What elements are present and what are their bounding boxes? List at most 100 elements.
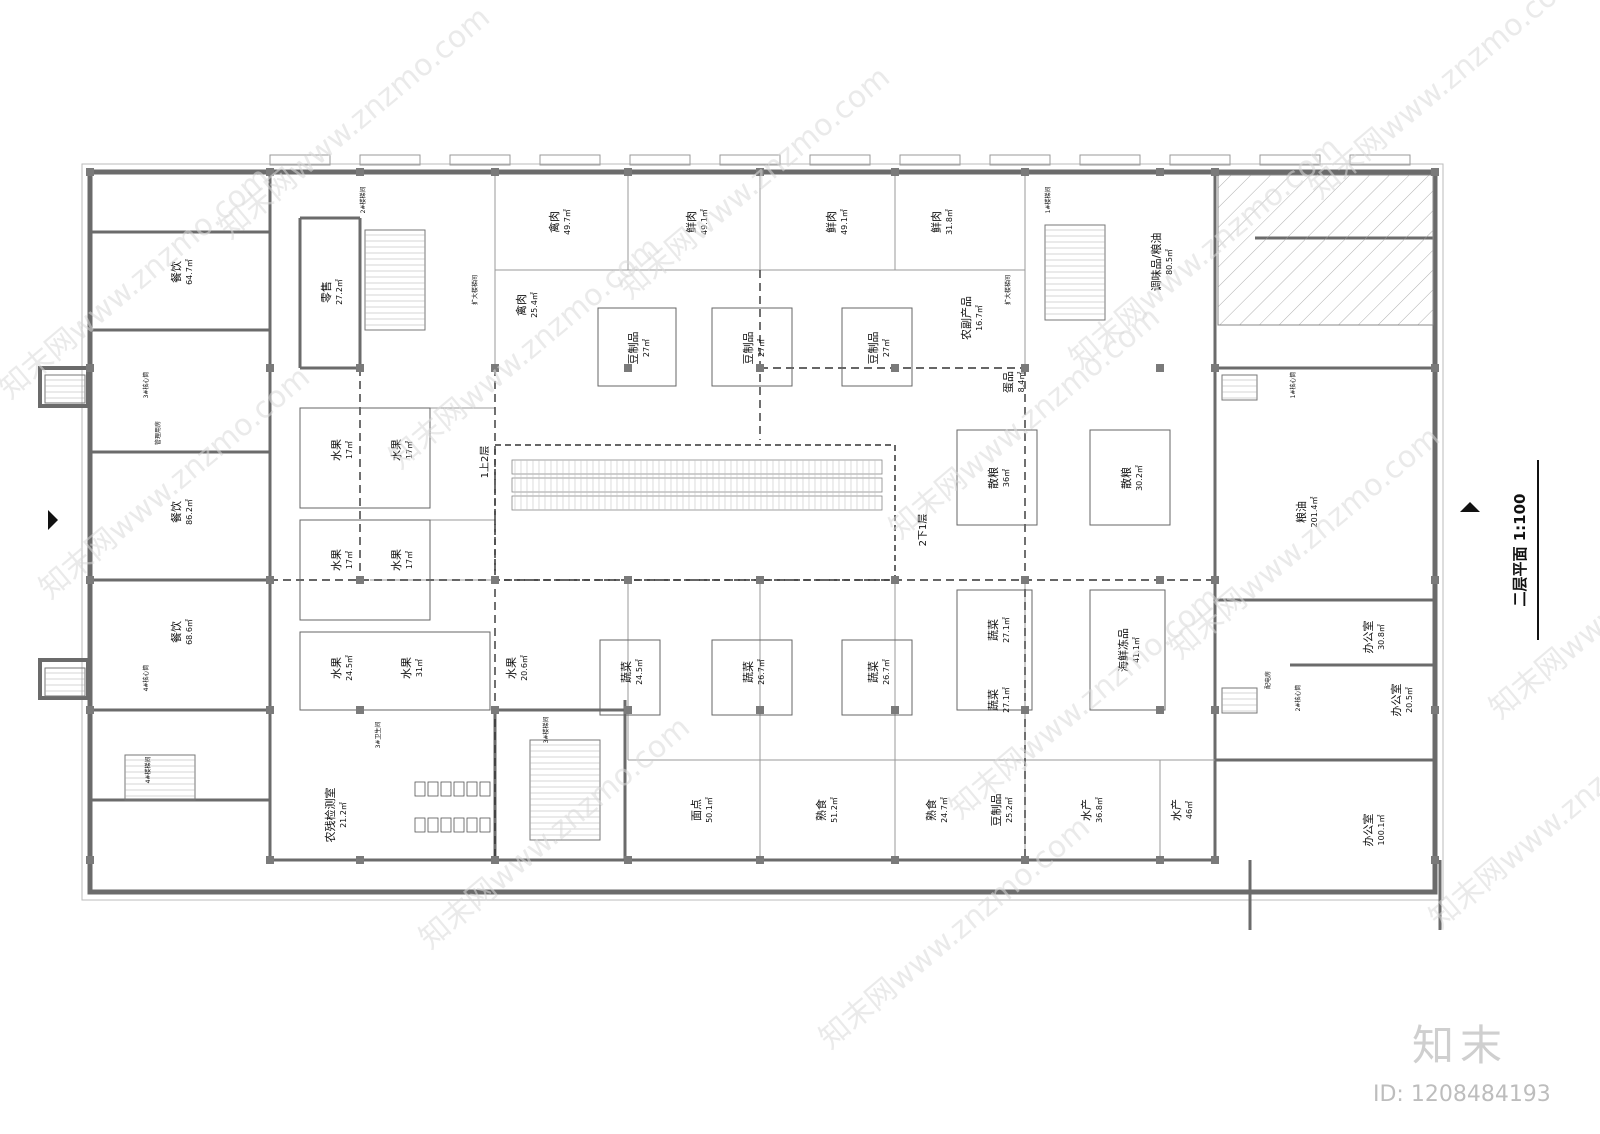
window-mark: [629, 154, 691, 166]
room-name: 蔬菜: [742, 661, 755, 683]
small-label: 4#核心筒: [142, 665, 150, 692]
island-stall: [599, 639, 661, 716]
room-name: 农残检测室: [323, 788, 337, 843]
structural-column: [266, 576, 274, 584]
staircase: [124, 754, 196, 801]
structural-column: [1156, 364, 1164, 372]
room-name: 粮油: [1294, 501, 1308, 523]
room-name: 水果: [330, 657, 343, 679]
structural-column: [891, 856, 899, 864]
room-name: 禽肉: [514, 294, 528, 316]
structural-column: [356, 168, 364, 176]
structural-column: [86, 168, 94, 176]
island-stall: [1089, 429, 1171, 526]
structural-column: [756, 576, 764, 584]
structural-column: [1431, 856, 1439, 864]
structural-column: [756, 856, 764, 864]
staircase: [529, 739, 601, 841]
room-name: 鲜肉: [824, 211, 838, 233]
staircase: [44, 374, 86, 404]
room-name: 熟食: [924, 799, 938, 821]
room-area: 46㎡: [1185, 801, 1194, 819]
room-name: 蔬菜: [987, 689, 1000, 711]
watermark-text: 知末网www.znzmo.com: [213, 0, 497, 246]
room-area: 80.5㎡: [1165, 249, 1174, 275]
small-label: 3#卫生间: [374, 722, 382, 749]
room-area: 24.5㎡: [635, 659, 644, 685]
watermark-text: 知末网www.znzmo.com: [813, 810, 1097, 1056]
room-name: 水果: [390, 549, 403, 571]
room-name: 零售: [319, 281, 333, 303]
window-mark: [359, 154, 421, 166]
image-id-text: ID: 1208484193: [1373, 1082, 1551, 1107]
toilet-fixture: [440, 781, 452, 797]
small-label-text: 2#核心筒: [1294, 685, 1302, 712]
brand-logo: 知末: [1412, 1021, 1509, 1070]
small-label-text: 2#楼梯间: [359, 187, 367, 214]
small-label: 1#楼梯间: [1044, 187, 1052, 214]
room-area: 17㎡: [345, 551, 354, 569]
escalator-down-label: 2下1层: [917, 514, 929, 547]
room-name: 水果: [390, 439, 403, 461]
structural-column: [891, 706, 899, 714]
room-name: 办公室: [1361, 814, 1375, 847]
room-name: 蔬菜: [987, 619, 1000, 641]
room-area: 27㎡: [882, 339, 891, 357]
structural-column: [356, 576, 364, 584]
watermark-text: 知末网www.znzmo.com: [1163, 420, 1447, 666]
room-name: 水果: [505, 657, 518, 679]
room-area: 41.1㎡: [1132, 637, 1141, 663]
structural-column: [1021, 576, 1029, 584]
room-area: 24.7㎡: [940, 797, 949, 823]
room-area: 25.4㎡: [530, 292, 539, 318]
room-area: 20.5㎡: [1405, 687, 1414, 713]
room-area: 64.7㎡: [185, 259, 194, 285]
watermark-text: 知末网www.znzmo.com: [1483, 480, 1600, 726]
small-label-text: 1#楼梯间: [1044, 187, 1052, 214]
room-area: 49.7㎡: [563, 209, 572, 235]
small-label-text: 1#核心筒: [1289, 372, 1297, 399]
structural-column: [491, 364, 499, 372]
room-area: 8.4㎡: [1017, 372, 1026, 393]
room-area: 68.6㎡: [185, 619, 194, 645]
small-label: 1#核心筒: [1289, 372, 1297, 399]
room-area: 26.7㎡: [882, 659, 891, 685]
structural-column: [86, 364, 94, 372]
structural-column: [756, 706, 764, 714]
window-mark: [449, 154, 511, 166]
small-label-text: 4#核心筒: [142, 665, 150, 692]
toilet-fixture: [414, 781, 426, 797]
room-area: 21.2㎡: [339, 802, 348, 828]
room-area: 100.1㎡: [1377, 815, 1386, 846]
room-name: 豆制品: [867, 332, 880, 365]
structural-column: [624, 856, 632, 864]
small-label: 扩大楼梯间: [1004, 275, 1012, 305]
island-stall: [597, 307, 677, 387]
toilet-fixture: [440, 817, 452, 833]
room-name: 餐饮: [169, 621, 183, 643]
room-name: 餐饮: [169, 501, 183, 523]
room-name: 水果: [400, 657, 413, 679]
room-name: 水果: [330, 439, 343, 461]
structural-column: [891, 168, 899, 176]
level-marker-west: [48, 510, 58, 530]
room-name: 蔬菜: [867, 661, 880, 683]
watermark-text: 知末网www.znzmo.com: [943, 580, 1227, 826]
room-name: 海鲜冻品: [1116, 628, 1130, 672]
escalator-lane: [511, 477, 883, 493]
room-area: 24.5㎡: [345, 655, 354, 681]
small-label: 4#楼梯间: [144, 757, 152, 784]
structural-column: [891, 364, 899, 372]
